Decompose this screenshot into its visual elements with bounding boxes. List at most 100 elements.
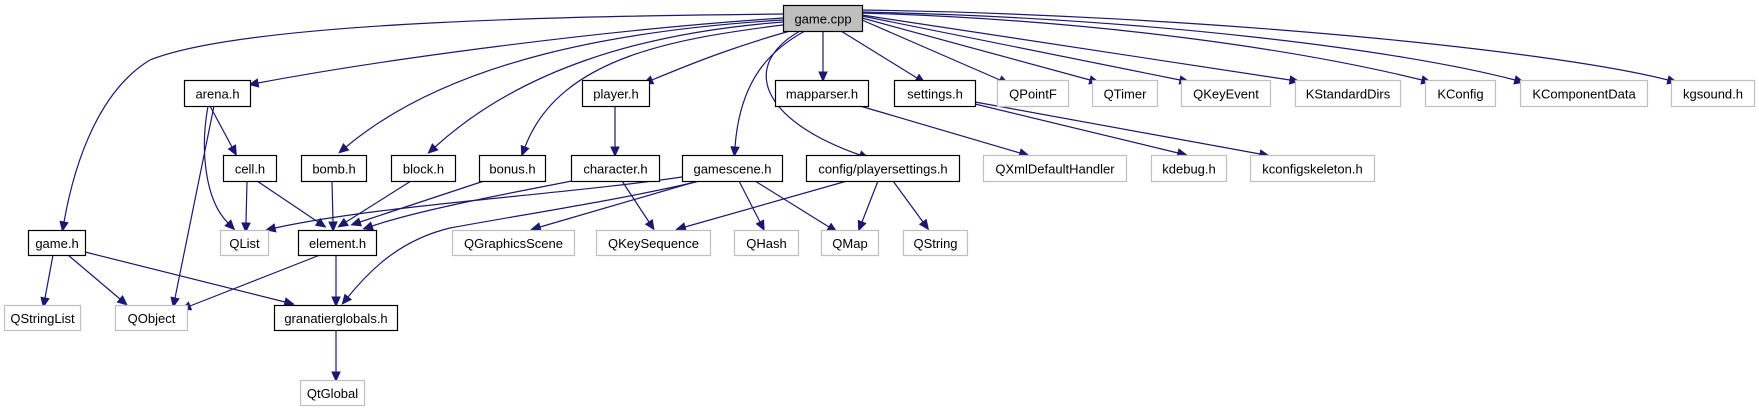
node-qgraphicsscene[interactable]: QGraphicsScene	[451, 229, 576, 257]
node-kconfig[interactable]: KConfig	[1424, 79, 1497, 108]
node-mapparser-h[interactable]: mapparser.h	[774, 79, 870, 108]
arrowhead-icon	[427, 143, 439, 154]
node-game-cpp[interactable]: game.cpp	[782, 4, 864, 33]
node-settings-h[interactable]: settings.h	[893, 79, 977, 108]
node-box[interactable]	[1180, 79, 1272, 108]
arrowhead-icon	[283, 297, 295, 307]
node-box[interactable]	[1424, 79, 1497, 108]
node-label: KConfig	[1437, 87, 1483, 102]
edge-gamescene_h-to-QGraphicsScene	[530, 180, 699, 232]
edge-gamescene_h-to-QMap	[754, 180, 838, 233]
node-qstring[interactable]: QString	[902, 229, 969, 257]
edge-game_h-to-QObject	[67, 254, 128, 306]
edge-line	[345, 19, 784, 148]
node-box[interactable]	[902, 229, 969, 257]
node-kstandarddirs[interactable]: KStandardDirs	[1294, 79, 1402, 108]
node-player-h[interactable]: player.h	[581, 79, 651, 108]
node-kconfigskeleton-h[interactable]: kconfigskeleton.h	[1249, 154, 1376, 183]
node-box[interactable]	[1519, 79, 1649, 108]
node-game-h[interactable]: game.h	[27, 229, 87, 257]
node-character-h[interactable]: character.h	[570, 154, 661, 183]
node-kcomponentdata[interactable]: KComponentData	[1519, 79, 1649, 108]
edge-line	[861, 11, 1516, 81]
node-box[interactable]	[1150, 154, 1228, 183]
arrowhead-icon	[520, 144, 530, 157]
node-label: QHash	[746, 236, 786, 251]
node-box[interactable]	[774, 79, 870, 108]
node-label: bonus.h	[489, 162, 535, 177]
node-qlist[interactable]: QList	[219, 229, 270, 257]
node-box[interactable]	[27, 229, 87, 257]
node-box[interactable]	[183, 79, 252, 108]
node-box[interactable]	[478, 154, 547, 183]
edge-line	[892, 180, 924, 223]
node-label: QGraphicsScene	[464, 236, 563, 251]
node-label: arena.h	[195, 87, 239, 102]
node-gamescene-h[interactable]: gamescene.h	[681, 154, 784, 183]
node-box[interactable]	[820, 229, 880, 257]
node-box[interactable]	[299, 379, 366, 407]
node-qkeysequence[interactable]: QKeySequence	[595, 229, 712, 257]
node-box[interactable]	[1294, 79, 1402, 108]
node-box[interactable]	[300, 154, 368, 183]
node-box[interactable]	[297, 229, 378, 257]
node-box[interactable]	[114, 304, 189, 332]
node-arena-h[interactable]: arena.h	[183, 79, 252, 108]
node-box[interactable]	[893, 79, 977, 108]
node-label: KComponentData	[1532, 87, 1636, 102]
node-qpointf[interactable]: QPointF	[996, 79, 1070, 108]
node-qtimer[interactable]: QTimer	[1091, 79, 1159, 108]
node-box[interactable]	[805, 154, 961, 183]
edge-game_cpp-to-arena_h	[247, 17, 784, 88]
edge-game_cpp-to-KComponentData	[861, 11, 1525, 85]
arrowhead-icon	[341, 293, 353, 305]
node-kgsound-h[interactable]: kgsound.h	[1670, 79, 1756, 108]
node-box[interactable]	[273, 304, 399, 332]
node-box[interactable]	[390, 154, 457, 183]
node-qmap[interactable]: QMap	[820, 229, 880, 257]
node-qhash[interactable]: QHash	[733, 229, 800, 257]
edge-line	[371, 180, 573, 227]
node-qxmldefaulthandler[interactable]: QXmlDefaultHandler	[982, 154, 1128, 183]
edge-line	[840, 30, 918, 79]
node-bonus-h[interactable]: bonus.h	[478, 154, 547, 183]
node-box[interactable]	[595, 229, 712, 257]
arrowhead-icon	[170, 296, 180, 309]
node-box[interactable]	[1091, 79, 1159, 108]
node-box[interactable]	[570, 154, 661, 183]
node-qobject[interactable]: QObject	[114, 304, 189, 332]
node-box[interactable]	[782, 4, 864, 33]
node-playersettings-h[interactable]: config/playersettings.h	[805, 154, 961, 183]
node-cell-h[interactable]: cell.h	[222, 154, 278, 183]
node-box[interactable]	[733, 229, 800, 257]
node-box[interactable]	[222, 154, 278, 183]
edge-line	[765, 30, 861, 156]
node-label: bomb.h	[312, 162, 355, 177]
node-element-h[interactable]: element.h	[297, 229, 378, 257]
node-label: kconfigskeleton.h	[1262, 162, 1362, 177]
node-qtglobal[interactable]: QtGlobal	[299, 379, 366, 407]
node-bomb-h[interactable]: bomb.h	[300, 154, 368, 183]
node-qkeyevent[interactable]: QKeyEvent	[1180, 79, 1272, 108]
node-box[interactable]	[1249, 154, 1376, 183]
node-box[interactable]	[1670, 79, 1756, 108]
node-qstringlist[interactable]: QStringList	[3, 304, 82, 332]
node-block-h[interactable]: block.h	[390, 154, 457, 183]
node-label: mapparser.h	[786, 87, 858, 102]
node-box[interactable]	[581, 79, 651, 108]
node-box[interactable]	[996, 79, 1070, 108]
node-box[interactable]	[451, 229, 576, 257]
arrowhead-icon	[675, 222, 687, 232]
node-kdebug-h[interactable]: kdebug.h	[1150, 154, 1228, 183]
edge-game_cpp-to-game_h	[59, 13, 784, 233]
node-granatierglobals-h[interactable]: granatierglobals.h	[273, 304, 399, 332]
node-box[interactable]	[982, 154, 1128, 183]
node-box[interactable]	[681, 154, 784, 183]
arrowhead-icon	[337, 217, 349, 228]
node-box[interactable]	[3, 304, 82, 332]
edge-game_cpp-to-gamescene_h	[730, 30, 806, 158]
edge-game_h-to-granatierglobals_h	[84, 251, 295, 307]
node-box[interactable]	[219, 229, 270, 257]
edge-game_cpp-to-settings_h	[840, 30, 926, 84]
